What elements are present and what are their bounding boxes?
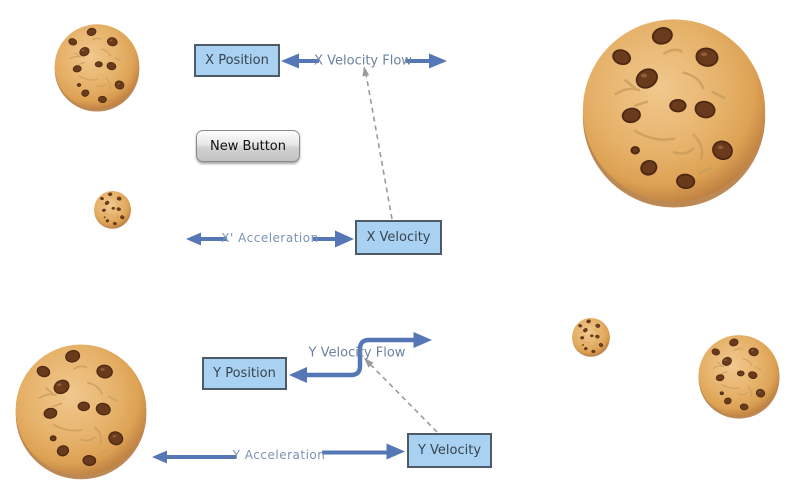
- stock-x-velocity[interactable]: X Velocity: [355, 220, 442, 255]
- x-acceleration-arrow[interactable]: [186, 230, 354, 248]
- cookie-icon: [14, 343, 148, 480]
- stock-x-position[interactable]: X Position: [194, 44, 280, 77]
- cookie-icon: [571, 317, 611, 357]
- y-velocity-flow-label[interactable]: Y Velocity Flow: [308, 345, 406, 361]
- stock-y-velocity-label: Y Velocity: [417, 443, 482, 458]
- cookie-icon: [93, 190, 132, 229]
- stock-y-position-label: Y Position: [213, 366, 276, 381]
- link-x-velocity-to-flow[interactable]: [362, 66, 393, 220]
- new-button-label: New Button: [209, 138, 287, 154]
- cookie-icon: [54, 23, 140, 112]
- stock-y-velocity[interactable]: Y Velocity: [407, 433, 492, 468]
- stock-x-velocity-label: X Velocity: [366, 230, 431, 245]
- link-y-velocity-to-flow[interactable]: [364, 358, 438, 433]
- x-velocity-flow-arrow[interactable]: [281, 53, 447, 69]
- stock-x-position-label: X Position: [205, 53, 269, 68]
- new-button[interactable]: New Button: [196, 130, 300, 162]
- cookie-icon: [581, 18, 767, 209]
- stock-y-position[interactable]: Y Position: [202, 357, 287, 390]
- y-velocity-flow-arrow[interactable]: [289, 332, 432, 383]
- x-acceleration-label[interactable]: X' Acceleration: [221, 231, 319, 245]
- y-acceleration-label[interactable]: Y Acceleration: [232, 448, 326, 462]
- cookie-icon: [698, 334, 780, 420]
- x-velocity-flow-label[interactable]: X Velocity Flow: [314, 53, 412, 69]
- y-acceleration-arrow[interactable]: [152, 443, 405, 464]
